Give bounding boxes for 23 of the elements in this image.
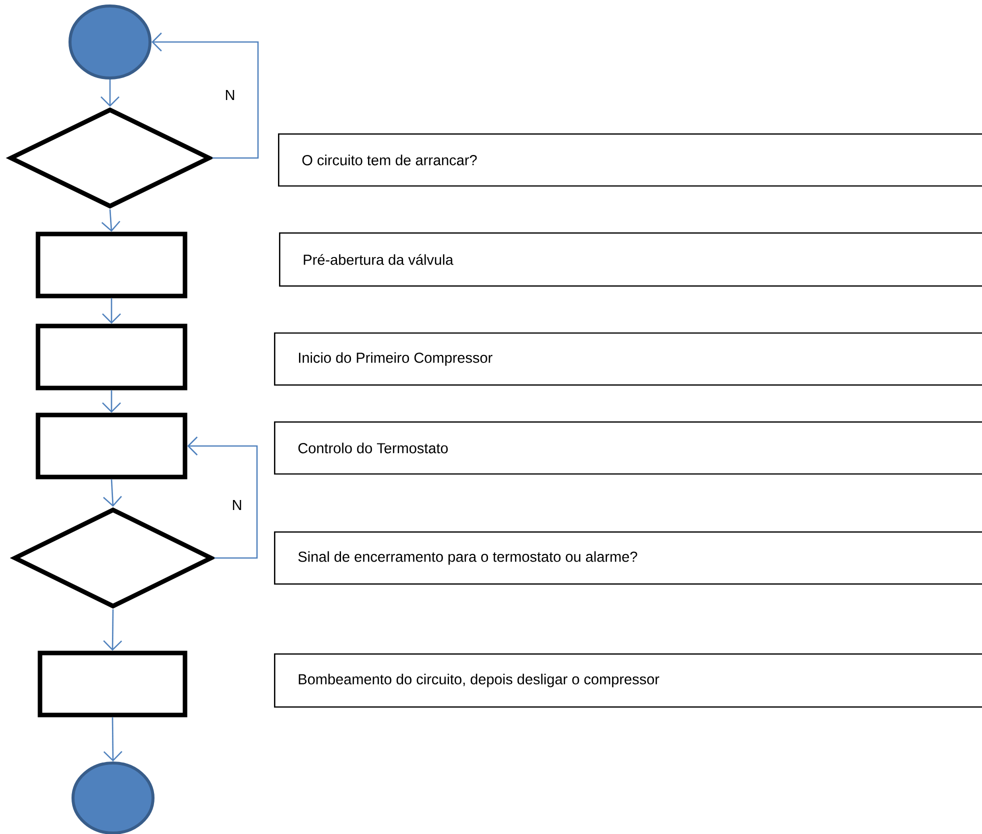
arrow	[103, 609, 122, 651]
description-box: Controlo do Termostato	[274, 421, 982, 475]
arrow	[100, 80, 120, 107]
arrow	[103, 479, 122, 507]
description-box: Bombeamento do circuito, depois desligar o compressor	[274, 653, 982, 708]
arrow	[187, 436, 258, 559]
process-box	[36, 412, 188, 480]
arrow	[101, 209, 120, 232]
description-box: Pré-abertura da válvula	[279, 232, 982, 287]
process-box	[36, 232, 188, 298]
process-box	[36, 324, 188, 390]
terminal-circle	[68, 4, 152, 80]
description-box: Inicio do Primeiro Compressor	[274, 332, 982, 386]
process-box	[38, 650, 188, 718]
edge-label: N	[230, 499, 244, 511]
description-box: O circuito tem de arrancar?	[278, 133, 982, 187]
arrow	[102, 390, 121, 413]
arrow	[102, 298, 121, 324]
arrow	[103, 717, 122, 762]
description-box: Sinal de encerramento para o termostato ou alarme?	[274, 531, 982, 585]
arrow	[152, 32, 259, 159]
edge-label: N	[224, 89, 236, 101]
terminal-circle	[72, 762, 154, 834]
